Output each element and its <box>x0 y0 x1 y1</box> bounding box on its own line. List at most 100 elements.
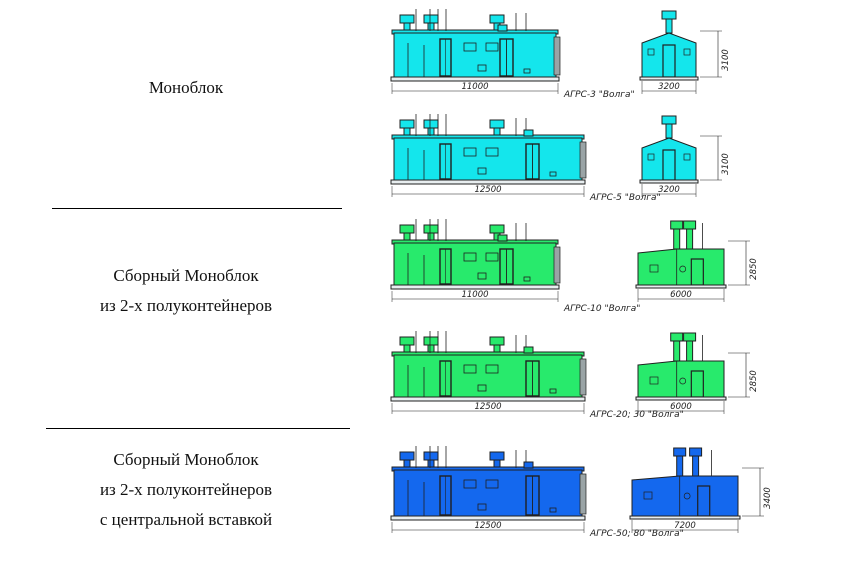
roof-box <box>523 129 534 137</box>
end-vent-pipe <box>692 455 700 477</box>
vent-pipe <box>427 127 435 136</box>
end-vent-cap <box>661 115 677 125</box>
end-base <box>629 515 741 520</box>
vent-cap <box>423 451 439 461</box>
vent-grille <box>523 68 531 74</box>
end-base <box>639 179 699 184</box>
end-window <box>647 153 655 161</box>
roof-box <box>523 346 534 354</box>
vent-cap <box>423 224 439 234</box>
end-door <box>662 149 676 181</box>
vent-pipe <box>493 459 501 468</box>
label-line: с центральной вставкой <box>99 510 273 529</box>
vent-grille <box>477 384 487 392</box>
vent-pipe <box>427 22 435 31</box>
end-height-label: 3100 <box>721 153 731 175</box>
vent-cap <box>489 14 505 24</box>
side-base <box>390 515 586 521</box>
end-cabinet <box>579 358 587 396</box>
end-width-label: 6000 <box>670 290 692 300</box>
vent-grille <box>477 503 487 511</box>
end-window <box>683 48 691 56</box>
label-line: Моноблок <box>148 78 224 97</box>
vent-grille <box>477 64 487 72</box>
end-vent-cap <box>683 332 697 342</box>
end-base <box>639 76 699 81</box>
end-vent-cap <box>689 447 703 457</box>
model-caption: АГРС-20; 30 "Волга" <box>589 410 684 420</box>
roof-box <box>497 234 508 242</box>
side-base <box>390 396 586 402</box>
vent-pipe <box>403 127 411 136</box>
end-cabinet <box>579 141 587 179</box>
window <box>463 42 477 52</box>
window <box>485 147 499 157</box>
end-vent-pipe <box>676 455 684 477</box>
end-vent-cap <box>670 332 684 342</box>
vent-grille <box>477 272 487 280</box>
vent-cap <box>399 119 415 129</box>
end-fan <box>679 265 687 273</box>
end-vent-cap <box>683 220 697 230</box>
end-door <box>697 485 711 517</box>
roof-box <box>497 24 508 32</box>
divider-1 <box>52 208 342 209</box>
end-vent-pipe <box>686 340 694 362</box>
vent-grille <box>549 171 557 177</box>
vent-cap <box>423 119 439 129</box>
vent-pipe <box>493 127 501 136</box>
vent-cap <box>399 224 415 234</box>
window <box>485 252 499 262</box>
end-panel <box>649 264 659 273</box>
end-fan <box>683 492 691 500</box>
window <box>463 147 477 157</box>
vent-grille <box>523 276 531 282</box>
end-cabinet <box>579 473 587 515</box>
vent-pipe <box>427 232 435 241</box>
end-cabinet <box>553 246 561 284</box>
divider-2 <box>46 428 350 429</box>
end-window <box>683 153 691 161</box>
vent-cap <box>489 451 505 461</box>
window <box>463 479 477 489</box>
end-height-label: 3100 <box>721 49 731 71</box>
vent-cap <box>399 451 415 461</box>
label-line: Сборный Моноблок <box>113 450 259 469</box>
vent-cap <box>489 119 505 129</box>
end-panel <box>643 491 653 500</box>
vent-grille <box>549 507 557 513</box>
end-fan <box>679 377 687 385</box>
vent-cap <box>489 224 505 234</box>
vent-pipe <box>403 459 411 468</box>
vent-cap <box>489 336 505 346</box>
window <box>463 252 477 262</box>
end-vent-cap <box>673 447 687 457</box>
side-body <box>393 32 557 78</box>
label-assembled-monoblock: Сборный Моноблок из 2-х полуконтейнеров <box>0 262 372 319</box>
end-vent-pipe <box>665 123 673 139</box>
vent-pipe <box>427 459 435 468</box>
end-window <box>647 48 655 56</box>
window <box>485 42 499 52</box>
end-door <box>690 370 704 398</box>
model-caption: АГРС-5 "Волга" <box>589 193 661 203</box>
vent-pipe <box>493 344 501 353</box>
label-assembled-monoblock-insert: Сборный Моноблок из 2-х полуконтейнеров … <box>0 446 372 533</box>
vent-cap <box>399 336 415 346</box>
end-door <box>662 44 676 78</box>
vent-pipe <box>427 344 435 353</box>
side-length-label: 11000 <box>461 290 488 300</box>
label-line: Сборный Моноблок <box>113 266 259 285</box>
end-vent-pipe <box>673 228 681 250</box>
end-vent-cap <box>670 220 684 230</box>
model-caption: АГРС-3 "Волга" <box>563 90 635 100</box>
end-width-label: 3200 <box>658 185 680 195</box>
end-cabinet <box>553 36 561 76</box>
end-base <box>635 284 727 289</box>
vent-cap <box>399 14 415 24</box>
